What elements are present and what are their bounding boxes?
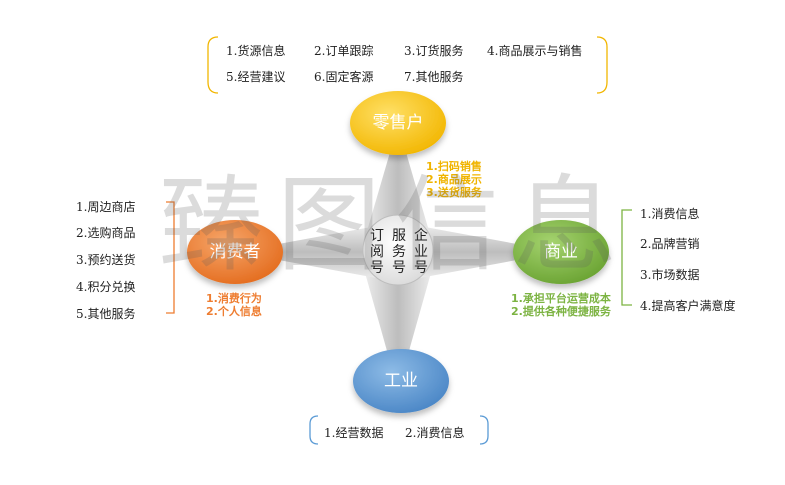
center-char: 号 (370, 260, 384, 276)
list-item: 3.市场数据 (640, 268, 700, 282)
center-column-service: 服 务 号 (392, 228, 406, 276)
center-circle (362, 214, 434, 286)
list-item: 7.其他服务 (404, 70, 464, 84)
list-item: 2.选购商品 (76, 226, 136, 240)
consumer-bracket (166, 201, 175, 314)
retail-label: 零售户 (373, 113, 424, 133)
center-char: 号 (414, 260, 428, 276)
commerce-label: 商业 (544, 242, 578, 262)
center-char: 业 (414, 244, 428, 260)
list-item: 4.商品展示与销售 (487, 44, 583, 58)
list-item: 2.消费信息 (405, 426, 465, 440)
list-item: 1.货源信息 (226, 44, 286, 58)
list-item: 5.经营建议 (226, 70, 286, 84)
consumer-sub-line: 1.消费行为 (206, 292, 262, 305)
list-item: 1.经营数据 (324, 426, 384, 440)
list-item: 2.品牌营销 (640, 237, 700, 251)
center-char: 务 (392, 244, 406, 260)
consumer-label: 消费者 (210, 242, 261, 262)
retail-bracket-left (207, 36, 219, 94)
list-item: 1.周边商店 (76, 200, 136, 214)
commerce-sub-line: 1.承担平台运营成本 (511, 292, 611, 305)
commerce-node (513, 220, 609, 284)
retail-bracket-right (596, 36, 608, 94)
retail-sub-line: 1.扫码销售 (426, 160, 482, 173)
center-char: 企 (414, 227, 428, 244)
industry-node (353, 349, 449, 413)
center-column-subscription: 订 阅 号 (370, 228, 384, 276)
consumer-sub-annotation: 1.消费行为 2.个人信息 (206, 292, 262, 318)
center-char: 订 (370, 228, 384, 244)
industry-bracket-left (309, 415, 319, 445)
industry-label: 工业 (384, 371, 418, 391)
list-item: 3.预约送货 (76, 253, 136, 267)
commerce-bracket (621, 209, 632, 306)
center-char: 号 (392, 260, 406, 276)
list-item: 2.订单跟踪 (314, 44, 374, 58)
consumer-node (187, 220, 283, 284)
industry-bracket-right (479, 415, 489, 445)
list-item: 4.积分兑换 (76, 280, 136, 294)
commerce-sub-annotation: 1.承担平台运营成本 2.提供各种便捷服务 (511, 292, 611, 318)
retail-sub-line: 3.送货服务 (426, 186, 482, 199)
commerce-sub-line: 2.提供各种便捷服务 (511, 305, 611, 318)
retail-node (350, 91, 446, 155)
center-char: 阅 (370, 244, 384, 260)
list-item: 3.订货服务 (404, 44, 464, 58)
retail-sub-annotation: 1.扫码销售 2.商品展示 3.送货服务 (426, 160, 482, 199)
list-item: 1.消费信息 (640, 207, 700, 221)
list-item: 4.提高客户满意度 (640, 299, 736, 313)
list-item: 6.固定客源 (314, 70, 374, 84)
center-char: 服 (392, 228, 406, 244)
list-item: 5.其他服务 (76, 307, 136, 321)
center-column-enterprise: 企 业 号 (414, 227, 428, 276)
retail-sub-line: 2.商品展示 (426, 173, 482, 186)
consumer-sub-line: 2.个人信息 (206, 305, 262, 318)
